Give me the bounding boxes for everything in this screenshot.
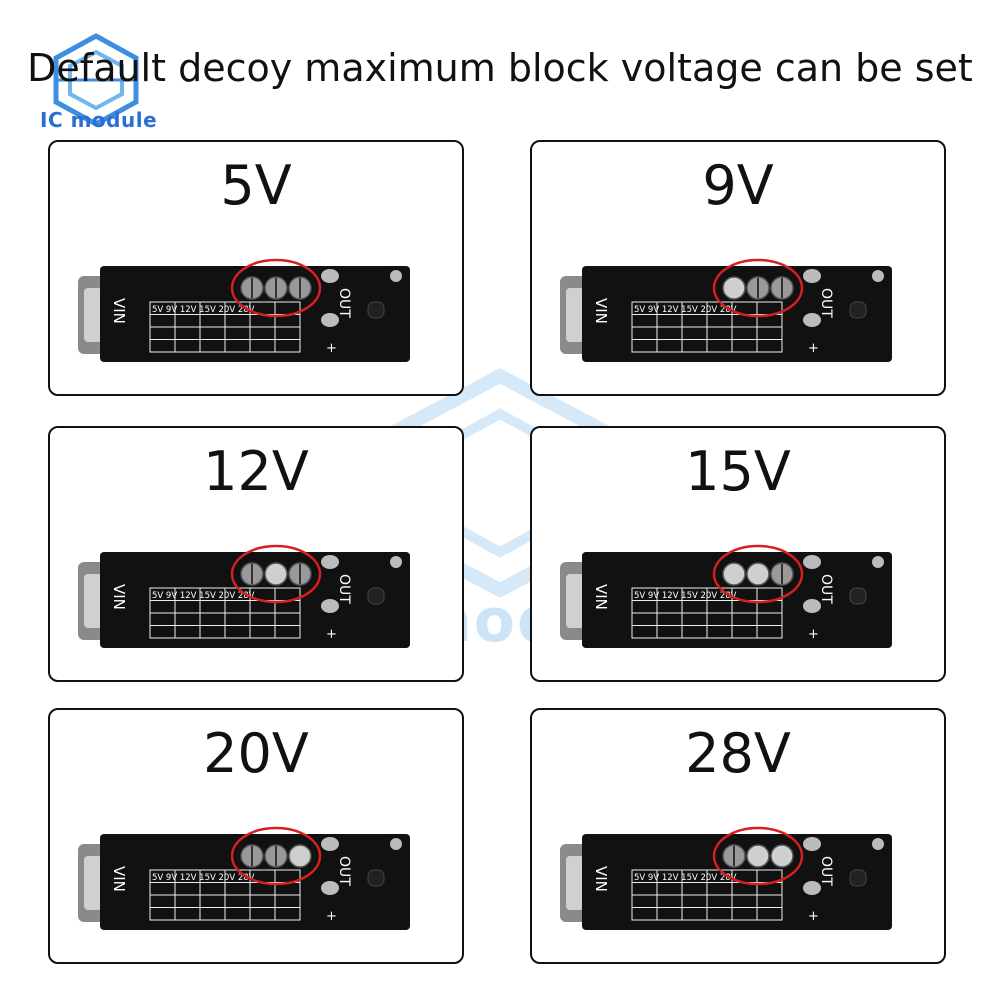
bridged-pad: [746, 562, 770, 586]
highlight-circle: [712, 544, 804, 604]
plus-label: +: [326, 627, 337, 642]
out-label: OUT: [818, 856, 834, 886]
voltage-table: 5V 9V 12V 15V 20V 28V: [631, 301, 783, 353]
plus-label: +: [326, 909, 337, 924]
pd-module-board: VIN 5V 9V 12V 15V 20V 28V OUT +: [560, 826, 892, 930]
out-label: OUT: [336, 574, 352, 604]
output-pad: [803, 313, 821, 327]
bridged-pad: [722, 562, 746, 586]
highlight-circle: [230, 544, 322, 604]
pd-module-board: VIN 5V 9V 12V 15V 20V 28V OUT +: [78, 544, 410, 648]
plus-label: +: [808, 341, 819, 356]
bridged-pad: [770, 844, 794, 868]
vin-label: VIN: [592, 298, 610, 324]
output-pad: [390, 556, 402, 568]
out-label: OUT: [818, 574, 834, 604]
panel-9v: 9V VIN 5V 9V 12V 15V 20V 28V OUT +: [530, 140, 946, 396]
pd-module-board: VIN 5V 9V 12V 15V 20V 28V OUT +: [560, 544, 892, 648]
panel-12v: 12V VIN 5V 9V 12V 15V 20V 28V OUT +: [48, 426, 464, 682]
vin-label: VIN: [110, 298, 128, 324]
output-pad: [321, 881, 339, 895]
panel-15v: 15V VIN 5V 9V 12V 15V 20V 28V OUT +: [530, 426, 946, 682]
plus-label: +: [326, 341, 337, 356]
plus-label: +: [808, 627, 819, 642]
output-pad: [390, 838, 402, 850]
out-label: OUT: [818, 288, 834, 318]
voltage-label: 5V: [220, 154, 292, 217]
bridged-pad: [722, 276, 746, 300]
voltage-label: 20V: [203, 722, 309, 785]
output-pad: [803, 599, 821, 613]
table-header: 5V 9V 12V 15V 20V 28V: [152, 873, 255, 883]
voltage-label: 12V: [203, 440, 309, 503]
mounting-hole: [849, 301, 867, 319]
brand-logo-text: IC module: [40, 108, 158, 132]
output-pad: [803, 269, 821, 283]
bridged-pad: [288, 844, 312, 868]
output-pad: [872, 838, 884, 850]
output-pad: [321, 599, 339, 613]
output-pad: [872, 270, 884, 282]
mounting-hole: [849, 869, 867, 887]
out-label: OUT: [336, 856, 352, 886]
table-header: 5V 9V 12V 15V 20V 28V: [152, 305, 255, 315]
output-pad: [321, 837, 339, 851]
brand-logo-icon: [53, 33, 139, 127]
vin-label: VIN: [110, 866, 128, 892]
page-title: Default decoy maximum block voltage can …: [27, 46, 973, 90]
vin-label: VIN: [110, 584, 128, 610]
pd-module-board: VIN 5V 9V 12V 15V 20V 28V OUT +: [560, 258, 892, 362]
voltage-label: 9V: [702, 154, 774, 217]
highlight-circle: [230, 258, 322, 318]
mounting-hole: [849, 587, 867, 605]
voltage-label: 28V: [685, 722, 791, 785]
highlight-circle: [712, 258, 804, 318]
highlight-circle: [230, 826, 322, 886]
voltage-table: 5V 9V 12V 15V 20V 28V: [149, 587, 301, 639]
output-pad: [321, 555, 339, 569]
mounting-hole: [367, 301, 385, 319]
vin-label: VIN: [592, 584, 610, 610]
output-pad: [390, 270, 402, 282]
output-pad: [803, 881, 821, 895]
out-label: OUT: [336, 288, 352, 318]
table-header: 5V 9V 12V 15V 20V 28V: [634, 591, 737, 601]
mounting-hole: [367, 869, 385, 887]
plus-label: +: [808, 909, 819, 924]
bridged-pad: [264, 562, 288, 586]
pd-module-board: VIN 5V 9V 12V 15V 20V 28V OUT +: [78, 826, 410, 930]
output-pad: [321, 313, 339, 327]
bridged-pad: [746, 844, 770, 868]
voltage-table: 5V 9V 12V 15V 20V 28V: [631, 869, 783, 921]
output-pad: [321, 269, 339, 283]
voltage-table: 5V 9V 12V 15V 20V 28V: [631, 587, 783, 639]
panel-20v: 20V VIN 5V 9V 12V 15V 20V 28V OUT +: [48, 708, 464, 964]
output-pad: [803, 837, 821, 851]
pd-module-board: VIN 5V 9V 12V 15V 20V 28V OUT +: [78, 258, 410, 362]
table-header: 5V 9V 12V 15V 20V 28V: [152, 591, 255, 601]
mounting-hole: [367, 587, 385, 605]
voltage-label: 15V: [685, 440, 791, 503]
table-header: 5V 9V 12V 15V 20V 28V: [634, 305, 737, 315]
vin-label: VIN: [592, 866, 610, 892]
highlight-circle: [712, 826, 804, 886]
output-pad: [803, 555, 821, 569]
panel-5v: 5V VIN 5V 9V 12V 15V 20V 28V OUT +: [48, 140, 464, 396]
voltage-table: 5V 9V 12V 15V 20V 28V: [149, 301, 301, 353]
voltage-table: 5V 9V 12V 15V 20V 28V: [149, 869, 301, 921]
output-pad: [872, 556, 884, 568]
panel-28v: 28V VIN 5V 9V 12V 15V 20V 28V OUT +: [530, 708, 946, 964]
table-header: 5V 9V 12V 15V 20V 28V: [634, 873, 737, 883]
